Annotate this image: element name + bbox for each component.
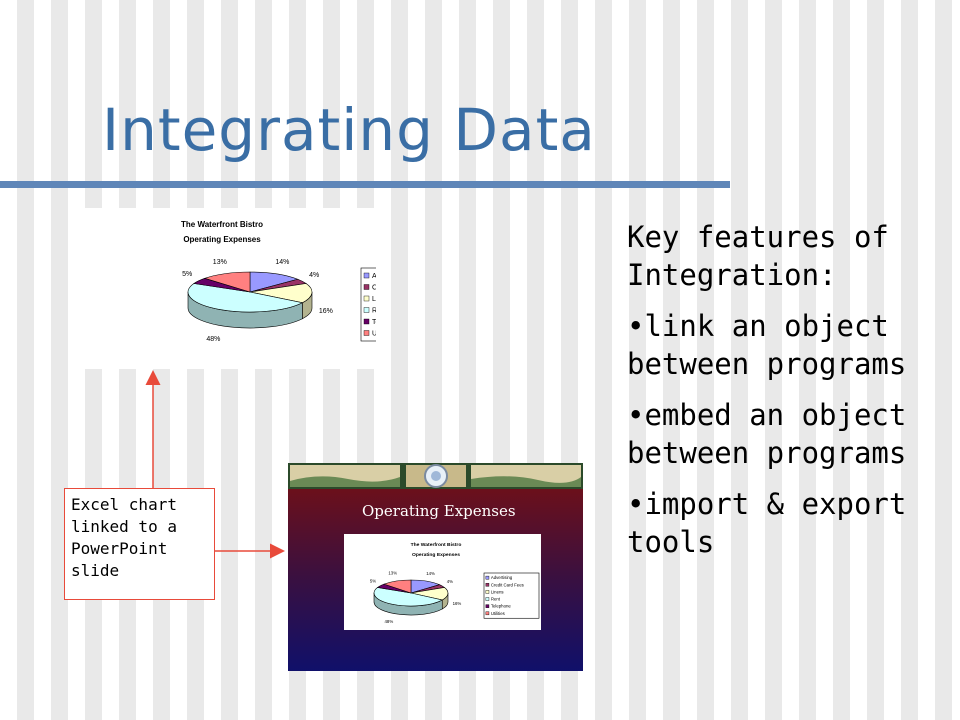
legend-swatch — [363, 295, 370, 302]
pie-data-label: 14% — [275, 259, 289, 266]
legend-swatch — [363, 307, 370, 313]
legend-entry: Telephone — [491, 604, 512, 609]
legend-entry: Credit Card Fees — [491, 582, 524, 587]
pie-data-label: 48% — [385, 619, 394, 624]
legend-entry: Linens — [372, 296, 376, 303]
pie-data-label: 48% — [206, 336, 220, 343]
legend-swatch — [363, 284, 370, 290]
callout-line: Excel chart — [71, 495, 177, 514]
pie-data-label: 16% — [453, 601, 462, 606]
legend-swatch — [485, 597, 490, 601]
legend-entry: Utilities — [491, 611, 505, 616]
feature-item: •embed an object between programs — [627, 398, 907, 470]
legend-entry: Rent — [372, 308, 376, 315]
pie-data-label: 13% — [213, 259, 227, 266]
legend-entry: Linens — [491, 589, 504, 594]
legend-entry: Telephone — [372, 319, 376, 326]
legend-swatch — [485, 590, 490, 594]
feature-item: •link an object between programs — [627, 309, 907, 381]
pie-slice — [249, 271, 299, 293]
legend-entry: Advertising — [372, 273, 376, 280]
slide-title: Integrating Data — [102, 96, 596, 164]
legend-swatch — [485, 611, 490, 616]
legend-swatch — [363, 318, 370, 325]
pie-data-label: 5% — [182, 271, 192, 278]
chart-subtitle: Operating Expenses — [183, 235, 261, 244]
pie-data-label: 5% — [370, 578, 376, 583]
legend-entry: Advertising — [491, 575, 513, 580]
pie-data-label: 14% — [426, 571, 435, 576]
chart-title: The Waterfront Bistro — [181, 220, 263, 229]
legend-swatch — [485, 575, 490, 580]
chart-subtitle: Operating Expenses — [412, 552, 460, 558]
pie-slice — [203, 271, 251, 293]
legend-entry: Utilities — [372, 331, 376, 338]
callout-box: Excel chart linked to a PowerPoint slide — [64, 488, 215, 600]
callout-line: linked to a — [71, 517, 177, 536]
legend-entry: Credit Card Fees — [372, 285, 376, 292]
key-features: Key features of Integration: •link an ob… — [627, 218, 947, 574]
pie-data-label: 16% — [319, 308, 333, 315]
feature-item: •import & export tools — [627, 487, 907, 559]
pie-data-label: 4% — [447, 579, 453, 584]
pie-data-label: 4% — [309, 272, 319, 279]
chart-title: The Waterfront Bistro — [411, 542, 462, 548]
key-features-heading: Key features of Integration: — [627, 220, 889, 292]
legend-swatch — [485, 604, 490, 608]
callout-line: slide — [71, 561, 120, 580]
callout-line: PowerPoint — [71, 539, 168, 558]
title-rule — [0, 181, 730, 188]
pie-slice — [383, 579, 412, 594]
legend-swatch — [485, 583, 490, 587]
legend-entry: Rent — [491, 597, 501, 602]
pie-data-label: 13% — [388, 571, 397, 576]
legend-swatch — [363, 330, 370, 336]
pie-slice — [249, 283, 313, 304]
pie-slice — [373, 587, 444, 607]
powerpoint-slide-title: Operating Expenses — [362, 502, 516, 520]
legend-swatch — [363, 272, 370, 279]
pie-slice — [187, 283, 304, 313]
